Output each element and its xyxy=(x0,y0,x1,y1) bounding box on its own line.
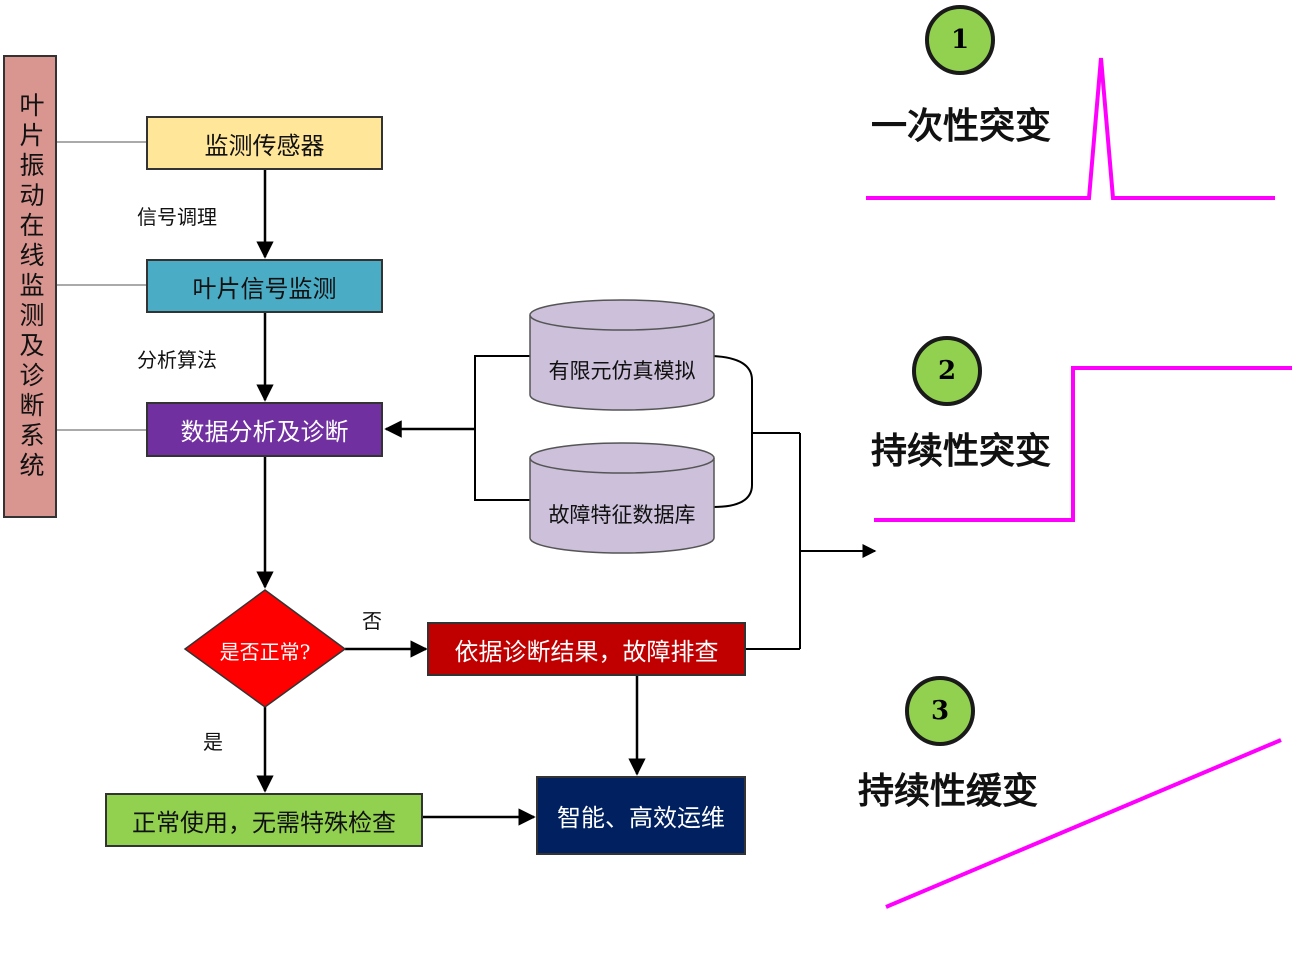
signal-trace-3 xyxy=(885,738,1282,909)
analysis-algorithm-label: 分析算法 xyxy=(137,348,217,372)
bracket-databases-right xyxy=(712,355,753,508)
bracket-databases-left xyxy=(474,355,530,501)
normal-use-label: 正常使用，无需特殊检查 xyxy=(132,808,396,837)
smart-ops-box: 智能、高效运维 xyxy=(536,776,746,855)
data-analysis-label: 数据分析及诊断 xyxy=(180,418,349,446)
cylinder-fault-db xyxy=(529,442,715,554)
yes-label: 是 xyxy=(203,730,223,754)
fault-db-label: 故障特征数据库 xyxy=(548,503,696,527)
decision-label: 是否正常? xyxy=(219,640,311,664)
sensor-box: 监测传感器 xyxy=(146,116,383,170)
type-1-circle: 1 xyxy=(925,5,995,75)
cylinder-fem xyxy=(529,299,715,411)
type-3-number: 3 xyxy=(930,696,950,726)
type-2-number: 2 xyxy=(937,356,957,386)
type-1-number: 1 xyxy=(950,25,970,55)
signal-trace-2 xyxy=(874,366,1292,522)
type-3-label: 持续性缓变 xyxy=(858,771,1039,812)
no-label: 否 xyxy=(362,609,382,633)
fem-db-label: 有限元仿真模拟 xyxy=(548,359,696,383)
type-3-circle: 3 xyxy=(905,676,975,746)
type-1-label: 一次性突变 xyxy=(871,106,1052,147)
system-side-label: 叶片振动在线监测及诊断系统 xyxy=(16,91,45,482)
signal-conditioning-label: 信号调理 xyxy=(137,205,217,229)
troubleshoot-label: 依据诊断结果，故障排查 xyxy=(454,637,719,666)
type-2-circle: 2 xyxy=(912,336,982,406)
blade-signal-label: 叶片信号监测 xyxy=(192,274,337,303)
smart-ops-label: 智能、高效运维 xyxy=(557,804,725,832)
type-2-label: 持续性突变 xyxy=(871,431,1052,472)
decision-diamond xyxy=(183,589,347,708)
normal-use-box: 正常使用，无需特殊检查 xyxy=(105,793,423,847)
troubleshoot-box: 依据诊断结果，故障排查 xyxy=(427,622,746,676)
system-side-panel: 叶片振动在线监测及诊断系统 xyxy=(3,55,57,518)
blade-signal-box: 叶片信号监测 xyxy=(146,259,383,313)
data-analysis-box: 数据分析及诊断 xyxy=(146,402,383,457)
signal-trace-1 xyxy=(866,57,1275,200)
sensor-label: 监测传感器 xyxy=(204,131,325,160)
